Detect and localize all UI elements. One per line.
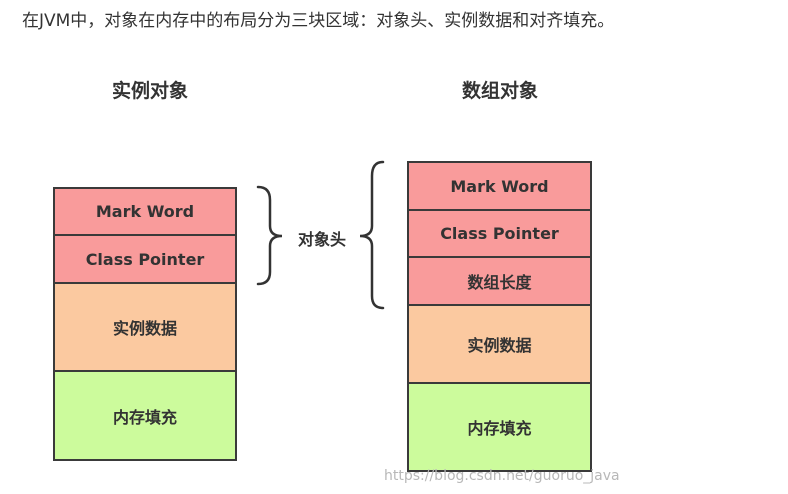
array-header-brace — [359, 160, 385, 310]
intro-text: 在JVM中，对象在内存中的布局分为三块区域：对象头、实例数据和对齐填充。 — [22, 11, 615, 31]
instance-data-block: 实例数据 — [53, 282, 237, 372]
instance-header-brace — [256, 185, 283, 286]
array-data-block: 实例数据 — [407, 304, 592, 384]
instance-object-title: 实例对象 — [111, 80, 188, 102]
watermark: https://blog.csdn.net/guoruo_java — [384, 468, 620, 484]
array-padding-block: 内存填充 — [407, 382, 592, 472]
instance-padding-block: 内存填充 — [53, 370, 237, 461]
object-header-label: 对象头 — [298, 230, 347, 249]
array-mark-word-block: Mark Word — [407, 161, 592, 211]
instance-class-pointer-block: Class Pointer — [53, 234, 237, 284]
array-object-title: 数组对象 — [461, 80, 538, 102]
